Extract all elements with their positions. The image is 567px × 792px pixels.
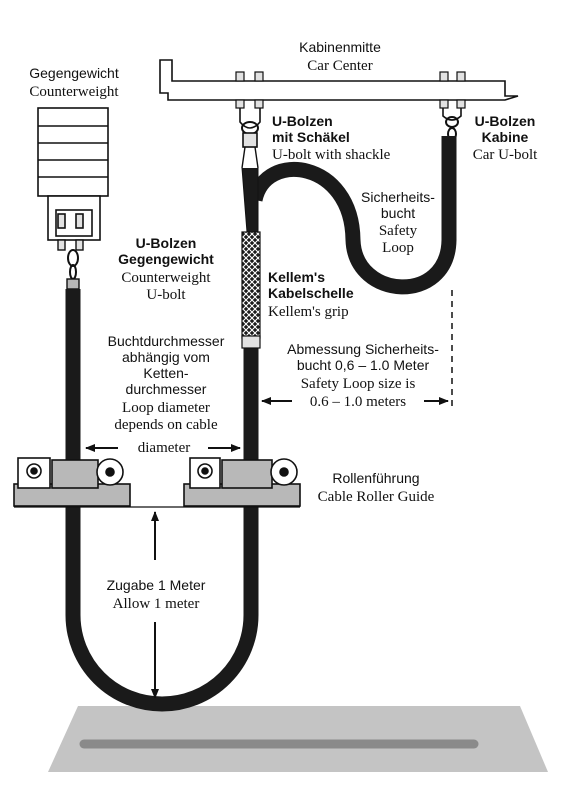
loop-diameter-label-en-1: Loop diameter bbox=[122, 400, 210, 416]
traveling-cable-main bbox=[65, 289, 259, 712]
car-u-bolt-label-en: Car U-bolt bbox=[473, 147, 538, 163]
counterweight-chain bbox=[57, 239, 84, 290]
kellems-grip-label-de-2: Kabelschelle bbox=[268, 285, 354, 301]
allowance-label-bg bbox=[100, 575, 212, 615]
car-u-bolt bbox=[442, 108, 462, 141]
car-center-label-de: Kabinenmitte bbox=[299, 39, 381, 55]
pit-floor bbox=[48, 706, 548, 772]
counterweight-label-de: Gegengewicht bbox=[29, 65, 119, 81]
counterweight-label-en: Counterweight bbox=[29, 84, 119, 100]
kellems-grip-label-de-1: Kellem's bbox=[268, 269, 325, 285]
loop-diameter-label-de-1: Buchtdurchmesser bbox=[108, 333, 225, 349]
kellems-grip bbox=[241, 231, 261, 339]
u-bolt-shackle-label-en: U-bolt with shackle bbox=[272, 147, 391, 163]
roller-guide-label-en: Cable Roller Guide bbox=[318, 489, 435, 505]
grip-tail bbox=[241, 167, 259, 233]
roller-guide-label-de: Rollenführung bbox=[332, 470, 419, 486]
loop-size-label-en-2: 0.6 – 1.0 meters bbox=[310, 394, 406, 410]
counterweight-u-bolt-label-en-1: Counterweight bbox=[121, 270, 211, 286]
car-beam bbox=[159, 59, 519, 101]
safety-loop-label-de-2: bucht bbox=[381, 205, 415, 221]
kellems-grip-label-en: Kellem's grip bbox=[268, 304, 349, 320]
car-shackle bbox=[239, 108, 261, 169]
loop-diameter-label-en-2: depends on cable bbox=[114, 417, 218, 433]
allowance-label-de: Zugabe 1 Meter bbox=[107, 577, 206, 593]
allowance-label-en: Allow 1 meter bbox=[113, 596, 200, 612]
grip-collar bbox=[241, 335, 261, 349]
loop-size-label-de-1: Abmessung Sicherheits- bbox=[287, 341, 439, 357]
counterweight-u-bolt-label-de-2: Gegengewicht bbox=[118, 251, 214, 267]
counterweight-u-bolt-label-de-1: U-Bolzen bbox=[136, 235, 197, 251]
loop-diameter-label-de-2: abhängig vom bbox=[122, 349, 210, 365]
loop-diameter-label-en-3: diameter bbox=[138, 440, 190, 456]
loop-diameter-label-de-4: durchmesser bbox=[126, 381, 207, 397]
roller-guide-left bbox=[13, 457, 131, 507]
u-bolt-shackle-label-de-1: U-Bolzen bbox=[272, 113, 333, 129]
car-beam-bolts bbox=[235, 71, 466, 109]
loop-size-label-de-2: bucht 0,6 – 1.0 Meter bbox=[297, 357, 430, 373]
u-bolt-shackle-label-de-2: mit Schäkel bbox=[272, 129, 350, 145]
safety-loop-label-de-1: Sicherheits- bbox=[361, 189, 435, 205]
loop-size-label-en-1: Safety Loop size is bbox=[301, 376, 416, 392]
loop-diameter-label-de-3: Ketten- bbox=[143, 365, 188, 381]
counterweight bbox=[37, 107, 109, 241]
car-u-bolt-label-de-1: U-Bolzen bbox=[475, 113, 536, 129]
counterweight-u-bolt-label-en-2: U-bolt bbox=[146, 287, 186, 303]
car-center-label-en: Car Center bbox=[307, 58, 372, 74]
safety-loop-cable bbox=[247, 136, 457, 295]
car-u-bolt-label-de-2: Kabine bbox=[482, 129, 529, 145]
roller-guide-right bbox=[183, 457, 301, 507]
safety-loop-label-en-2: Loop bbox=[382, 240, 414, 256]
safety-loop-label-en-1: Safety bbox=[379, 223, 418, 239]
